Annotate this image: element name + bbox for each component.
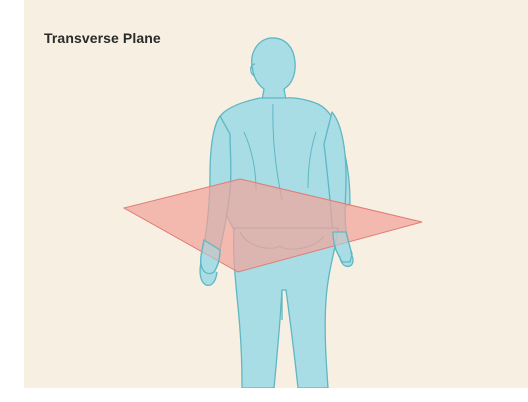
transverse-plane — [124, 179, 422, 272]
human-body-figure — [24, 0, 528, 388]
diagram-canvas: Transverse Plane — [24, 0, 528, 388]
head — [252, 38, 295, 100]
diagram-title: Transverse Plane — [44, 30, 161, 46]
